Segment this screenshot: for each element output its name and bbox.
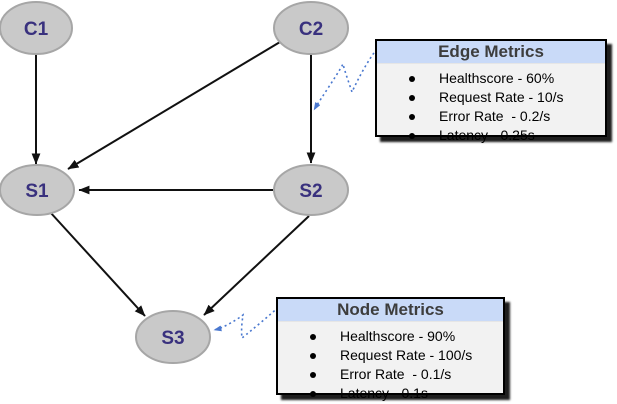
bullet-icon — [409, 75, 415, 82]
node-metrics-panel: Node Metrics Healthscore - 90% Request R… — [276, 297, 505, 401]
edge-c2-s1 — [67, 41, 281, 170]
node-s1: S1 — [0, 164, 75, 216]
metric-text: Latency - 0.1s — [340, 385, 428, 401]
metric-item: Error Rate - 0.1/s — [278, 365, 503, 384]
edge-metrics-panel: Edge Metrics Healthscore - 60% Request R… — [375, 39, 607, 143]
node-s2: S2 — [273, 164, 349, 216]
metric-item: Request Rate - 100/s — [278, 346, 503, 365]
bullet-icon — [409, 132, 415, 139]
node-metrics-title: Node Metrics — [278, 299, 503, 322]
metric-text: Error Rate - 0.2/s — [439, 108, 551, 124]
metric-item: Latency - 0.1s — [278, 384, 503, 403]
node-s2-shape — [273, 164, 349, 216]
node-s3-shape — [135, 310, 211, 364]
node-c1: C1 — [0, 1, 73, 55]
bullet-icon — [409, 94, 415, 101]
metric-text: Latency - 0.25s — [439, 127, 535, 143]
callout-line-node-metrics — [213, 303, 283, 340]
metric-item: Latency - 0.25s — [377, 126, 605, 145]
node-metrics-list: Healthscore - 90% Request Rate - 100/s E… — [278, 322, 503, 403]
edge-metrics-title: Edge Metrics — [377, 41, 605, 64]
metric-text: Error Rate - 0.1/s — [340, 366, 452, 382]
metric-text: Healthscore - 60% — [439, 70, 555, 86]
metric-item: Healthscore - 90% — [278, 327, 503, 346]
bullet-icon — [310, 352, 316, 359]
edge-s1-s3 — [49, 211, 146, 317]
node-s3: S3 — [135, 310, 211, 364]
node-c2-shape — [273, 1, 349, 55]
metric-text: Request Rate - 10/s — [439, 89, 564, 105]
bullet-icon — [409, 113, 415, 120]
metric-text: Healthscore - 90% — [340, 328, 456, 344]
node-s1-label: S1 — [25, 181, 49, 202]
node-c1-label: C1 — [24, 19, 49, 40]
node-c2: C2 — [273, 1, 349, 55]
edge-metrics-list: Healthscore - 60% Request Rate - 10/s Er… — [377, 64, 605, 145]
metric-item: Request Rate - 10/s — [377, 88, 605, 107]
bullet-icon — [310, 390, 316, 397]
node-s2-label: S2 — [299, 181, 322, 202]
callout-line-edge-metrics — [313, 48, 378, 111]
metric-item: Error Rate - 0.2/s — [377, 107, 605, 126]
node-s3-label: S3 — [161, 328, 184, 349]
node-c2-label: C2 — [299, 19, 323, 40]
node-c1-shape — [0, 1, 73, 55]
node-s1-shape — [0, 164, 75, 216]
bullet-icon — [310, 371, 316, 378]
metric-item: Healthscore - 60% — [377, 69, 605, 88]
metric-text: Request Rate - 100/s — [340, 347, 473, 363]
bullet-icon — [310, 333, 316, 340]
edge-s2-s3 — [203, 215, 310, 316]
